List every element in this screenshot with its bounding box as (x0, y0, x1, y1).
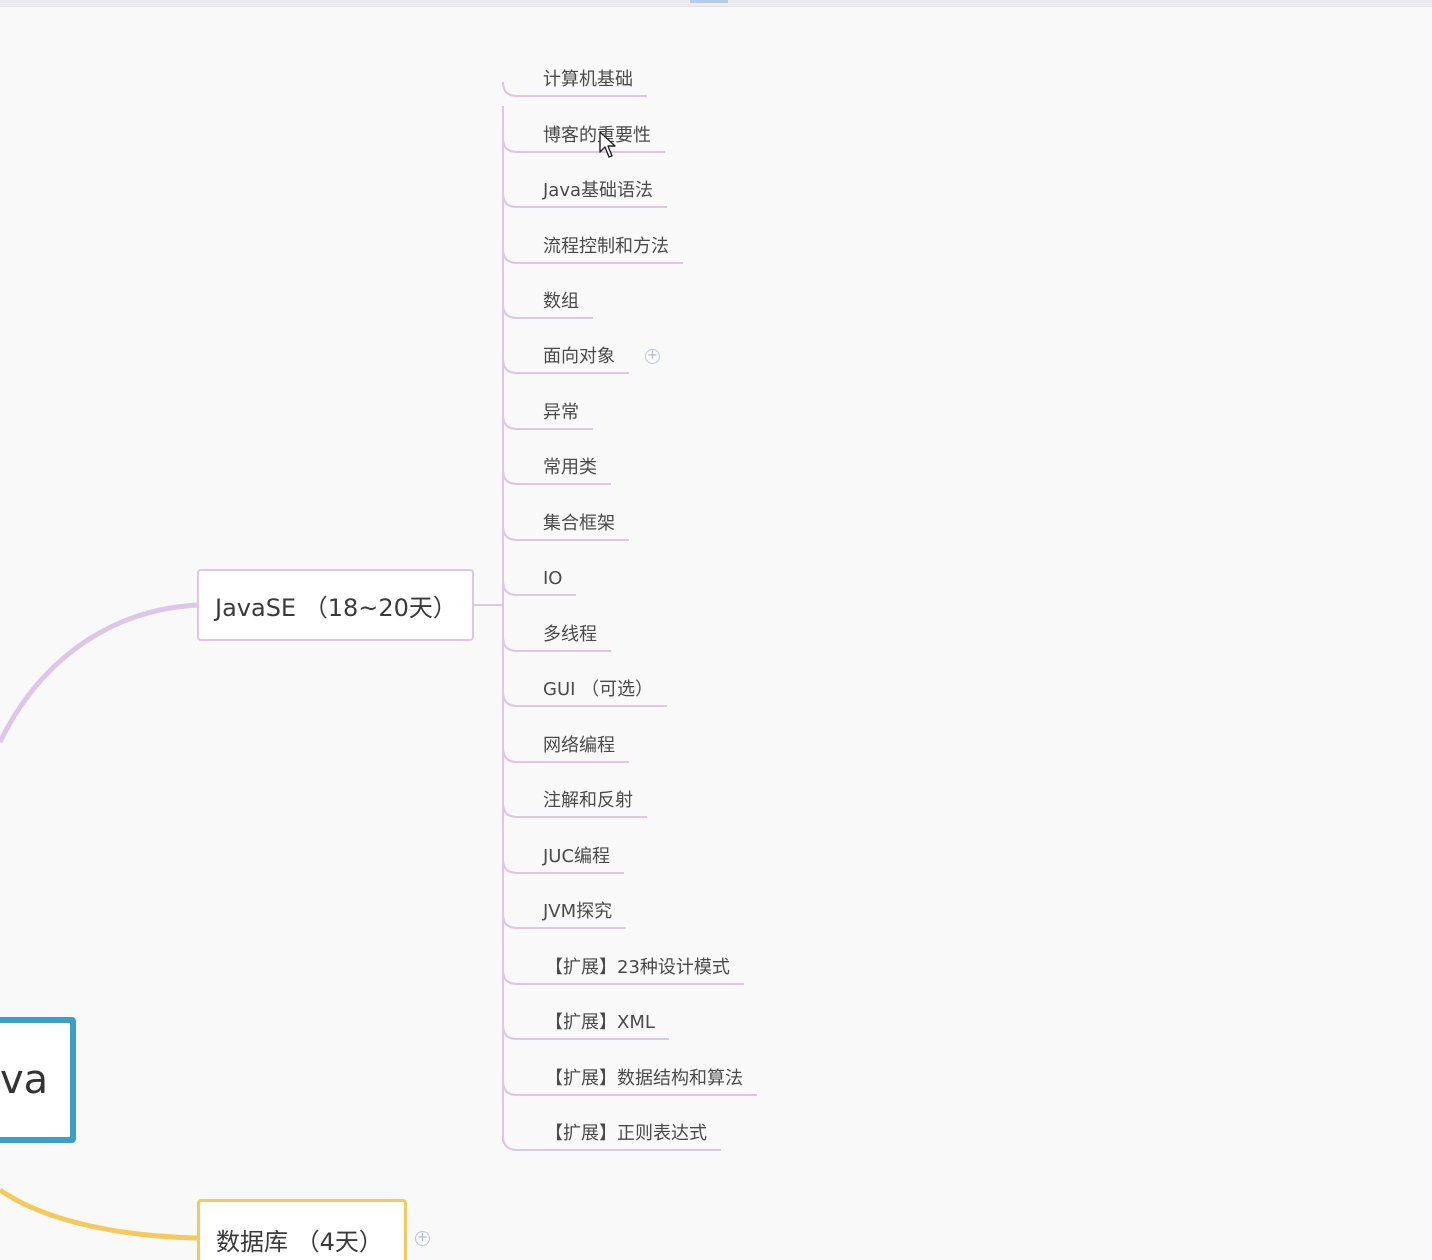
subtopic-branch-line (502, 747, 629, 763)
subtopic-item[interactable]: 【扩展】正则表达式 (545, 1123, 707, 1144)
subtopic-branch-line (502, 1024, 669, 1040)
subtopic-item[interactable]: 注解和反射 (543, 790, 633, 811)
subtopic-item[interactable]: 计算机基础 (543, 69, 633, 90)
subtopic-item[interactable]: 常用类 (543, 457, 597, 478)
topic-database[interactable]: 数据库 （4天） (197, 1199, 407, 1260)
plus-circle-icon[interactable]: + (645, 349, 660, 364)
subtopic-branch-line (502, 469, 611, 485)
subtopic-branch-line (502, 969, 744, 985)
subtopic-branch-line (502, 580, 576, 596)
central-topic[interactable]: va (0, 1017, 76, 1143)
mouse-pointer-icon (599, 131, 616, 158)
topic-javase[interactable]: JavaSE （18~20天） (197, 569, 474, 641)
subtopic-item[interactable]: 多线程 (543, 624, 597, 645)
subtopic-item[interactable]: 博客的重要性 (543, 125, 651, 146)
subtopic-branch-line (502, 691, 667, 707)
subtopic-branch-line (502, 137, 665, 153)
subtopic-item[interactable]: 流程控制和方法 (543, 236, 669, 257)
subtopic-branch-line (502, 913, 626, 929)
topic-javase-label: JavaSE （18~20天） (215, 593, 457, 622)
subtopic-branch-line (502, 1135, 721, 1151)
subtopic-item[interactable]: 集合框架 (543, 513, 615, 534)
subtopic-item[interactable]: IO (543, 568, 563, 589)
subtopic-branch-line (502, 1080, 757, 1096)
child-branch-lines (502, 81, 757, 1151)
subtopic-branch-line (502, 192, 667, 208)
top-toolbar-strip (0, 0, 1432, 7)
root-to-database-connector (0, 1187, 198, 1241)
subtopic-item[interactable]: JUC编程 (543, 846, 611, 867)
active-tab-indicator (690, 0, 728, 3)
subtopic-branch-line (502, 81, 647, 97)
subtopic-branch-line (502, 358, 629, 374)
subtopic-item[interactable]: JVM探究 (543, 901, 613, 922)
subtopic-item[interactable]: 【扩展】数据结构和算法 (545, 1068, 743, 1089)
subtopic-item[interactable]: 异常 (543, 402, 579, 423)
subtopic-branch-line (502, 636, 611, 652)
subtopic-branch-line (502, 303, 593, 319)
subtopic-branch-line (502, 414, 593, 430)
subtopic-item[interactable]: 【扩展】XML (545, 1012, 655, 1033)
subtopic-item[interactable]: 【扩展】23种设计模式 (545, 957, 730, 978)
subtopic-item[interactable]: 网络编程 (543, 735, 615, 756)
root-to-javase-connector (0, 602, 198, 744)
subtopic-item[interactable]: 数组 (543, 291, 579, 312)
central-topic-label: va (0, 1057, 49, 1103)
subtopic-branch-line (502, 858, 624, 874)
plus-circle-icon[interactable]: + (415, 1231, 430, 1246)
subtopic-item[interactable]: Java基础语法 (543, 180, 654, 201)
subtopic-item[interactable]: GUI （可选） (543, 679, 654, 700)
topic-database-label: 数据库 （4天） (216, 1227, 383, 1256)
subtopic-branch-line (502, 525, 629, 541)
subtopic-branch-line (502, 248, 683, 264)
subtopic-item[interactable]: 面向对象 (543, 346, 615, 367)
subtopic-branch-line (502, 802, 647, 818)
